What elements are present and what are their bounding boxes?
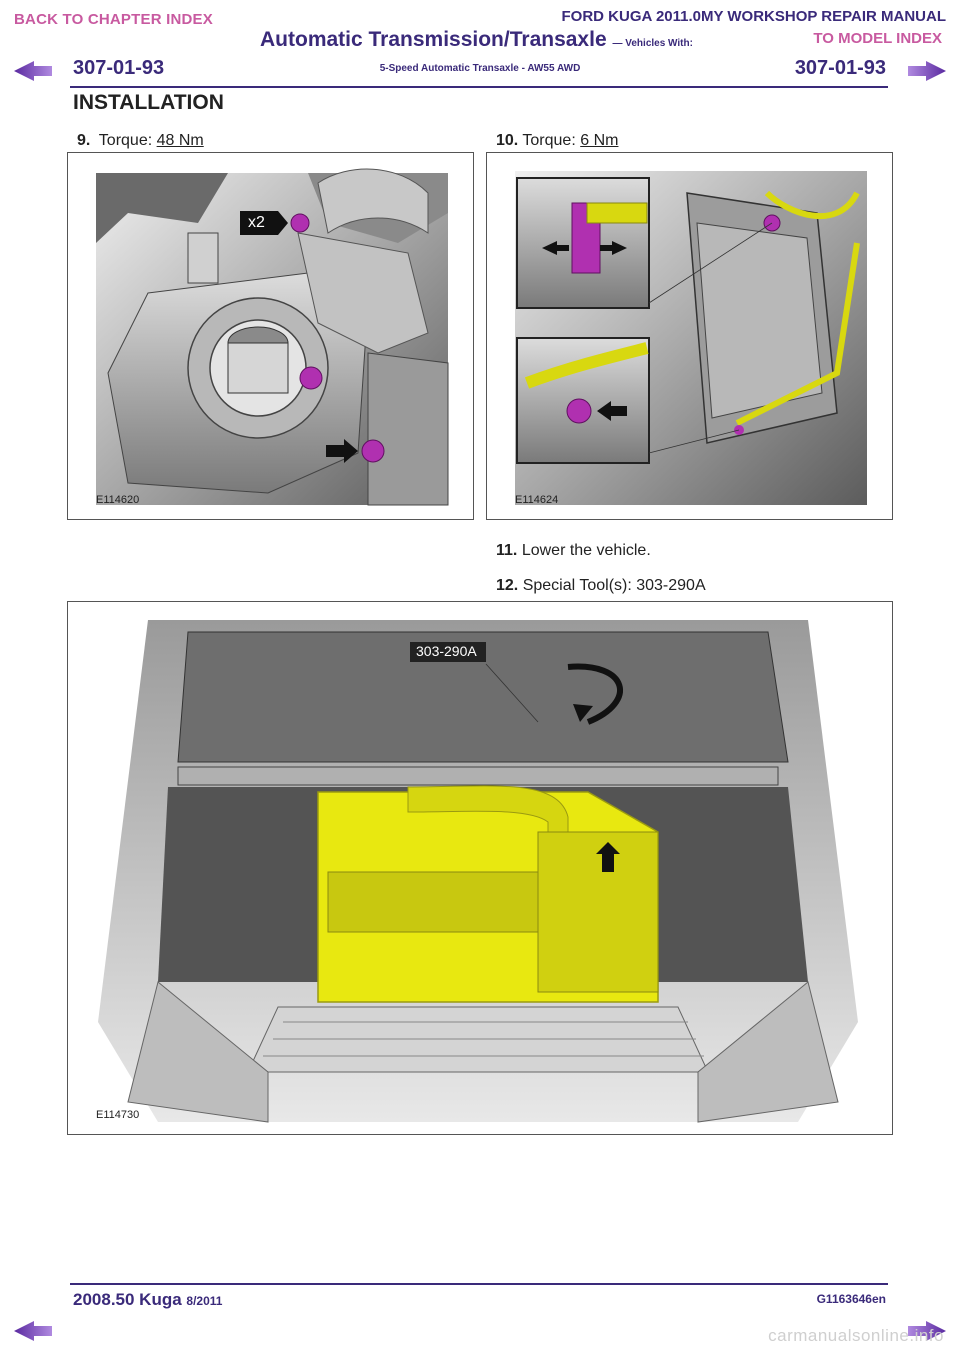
figure-id: E114624	[515, 494, 559, 506]
manual-title: FORD KUGA 2011.0MY WORKSHOP REPAIR MANUA…	[561, 8, 947, 25]
torque-value: 48 Nm	[156, 132, 204, 149]
page-number-left: 307-01-93	[73, 57, 165, 79]
figure-e114620: x2 E114620	[67, 152, 474, 520]
step-12: 12. Special Tool(s): 303-290A	[496, 577, 706, 595]
section-subtitle: 5-Speed Automatic Transaxle - AW55 AWD	[379, 63, 581, 74]
section-title-text: Automatic Transmission/Transaxle	[260, 28, 607, 51]
watermark-text: carmanualsonline.info	[768, 1326, 944, 1345]
step-text: Lower the vehicle.	[521, 542, 651, 559]
transaxle-pan-illustration	[515, 171, 867, 505]
step-label: Torque:	[98, 132, 157, 149]
step-number: 9.	[77, 132, 91, 149]
figure-id: E114620	[96, 494, 140, 506]
back-to-chapter-index-link[interactable]: BACK TO CHAPTER INDEX	[14, 11, 213, 28]
figure-id: E114730	[96, 1109, 140, 1121]
step-text: Special Tool(s): 303-290A	[522, 577, 706, 594]
step-11: 11. Lower the vehicle.	[496, 542, 651, 560]
procedure-heading: INSTALLATION	[73, 91, 224, 114]
vehicles-with-label: — Vehicles With:	[612, 38, 693, 49]
footer-model-name: 2008.50 Kuga	[73, 1290, 182, 1309]
step-9: 9. Torque: 48 Nm	[77, 132, 204, 150]
step-number: 11.	[496, 542, 518, 559]
footer-model: 2008.50 Kuga 8/2011	[73, 1290, 222, 1310]
transaxle-bolts-illustration	[96, 168, 449, 506]
step-number: 12.	[496, 577, 519, 594]
step-label: Torque:	[522, 132, 581, 149]
step-number: 10.	[496, 132, 519, 149]
right-arrow-icon[interactable]	[906, 60, 948, 82]
left-arrow-icon[interactable]	[12, 60, 54, 82]
footer-doc-code: G1163646en	[816, 1292, 886, 1306]
header-divider	[70, 86, 888, 88]
torque-value: 6 Nm	[580, 132, 619, 149]
footer-date: 8/2011	[186, 1294, 223, 1308]
callout-label: x2	[248, 214, 265, 231]
figure-e114624: E114624	[486, 152, 893, 520]
footer-divider	[70, 1283, 888, 1285]
figure-e114730: 303-290A E114730	[67, 601, 893, 1135]
engine-bay-illustration	[98, 620, 858, 1123]
to-model-index-link[interactable]: TO MODEL INDEX	[813, 30, 942, 47]
right-arrow-icon[interactable]	[906, 1320, 948, 1342]
section-title: Automatic Transmission/Transaxle — Vehic…	[260, 28, 693, 52]
page-number-right: 307-01-93	[794, 57, 886, 79]
special-tool-callout: 303-290A	[416, 643, 477, 659]
step-10: 10. Torque: 6 Nm	[496, 132, 618, 150]
left-arrow-icon[interactable]	[12, 1320, 54, 1342]
